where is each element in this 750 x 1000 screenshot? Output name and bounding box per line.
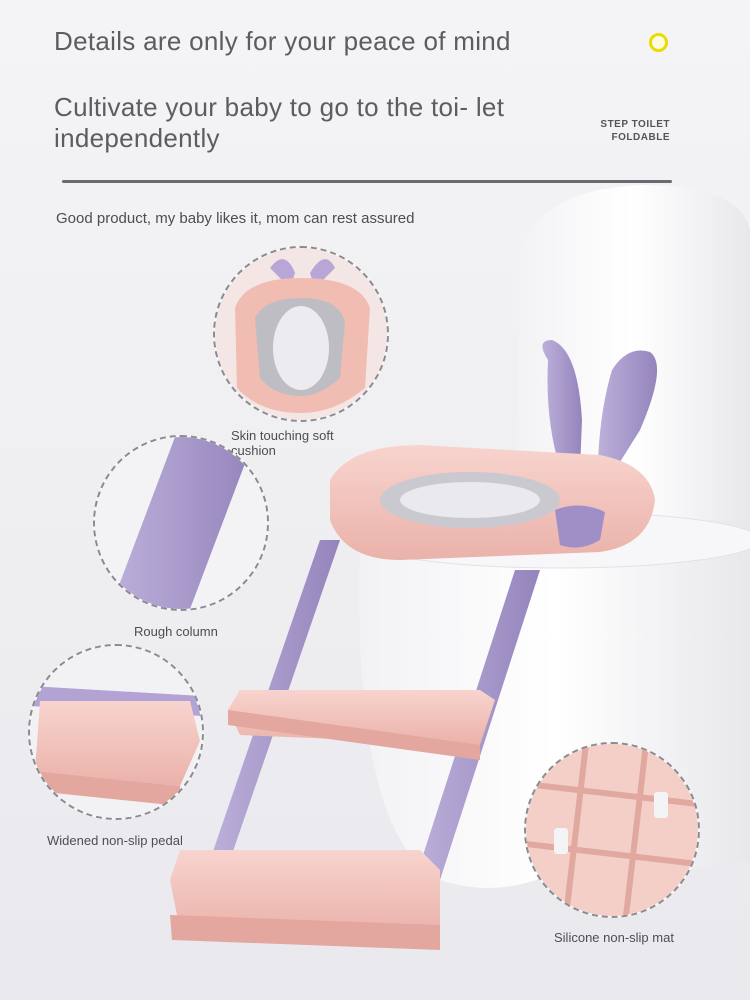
divider (62, 180, 672, 183)
pedal-detail-image (30, 646, 202, 818)
column-caption: Rough column (134, 624, 218, 639)
seat-caption: Skin touching soft cushion (231, 428, 334, 458)
tag-line-foldable: FOLDABLE (611, 132, 670, 143)
pedal-caption: Widened non-slip pedal (47, 833, 183, 848)
headline: Details are only for your peace of mind (54, 26, 511, 56)
accent-dot-icon (649, 33, 668, 52)
column-detail-image (95, 437, 267, 609)
column-detail-circle (93, 435, 269, 611)
seat-detail-image (215, 248, 387, 420)
subheadline: Cultivate your baby to go to the toi- le… (54, 92, 505, 153)
tag-line-step-toilet: STEP TOILET (600, 119, 670, 130)
pedal-detail-circle (28, 644, 204, 820)
mat-detail-circle (524, 742, 700, 918)
mat-detail-image (526, 744, 698, 916)
intro-text: Good product, my baby likes it, mom can … (56, 210, 415, 227)
mat-caption: Silicone non-slip mat (554, 930, 674, 945)
seat-detail-circle (213, 246, 389, 422)
product-tag: STEP TOILET FOLDABLE (600, 118, 670, 144)
